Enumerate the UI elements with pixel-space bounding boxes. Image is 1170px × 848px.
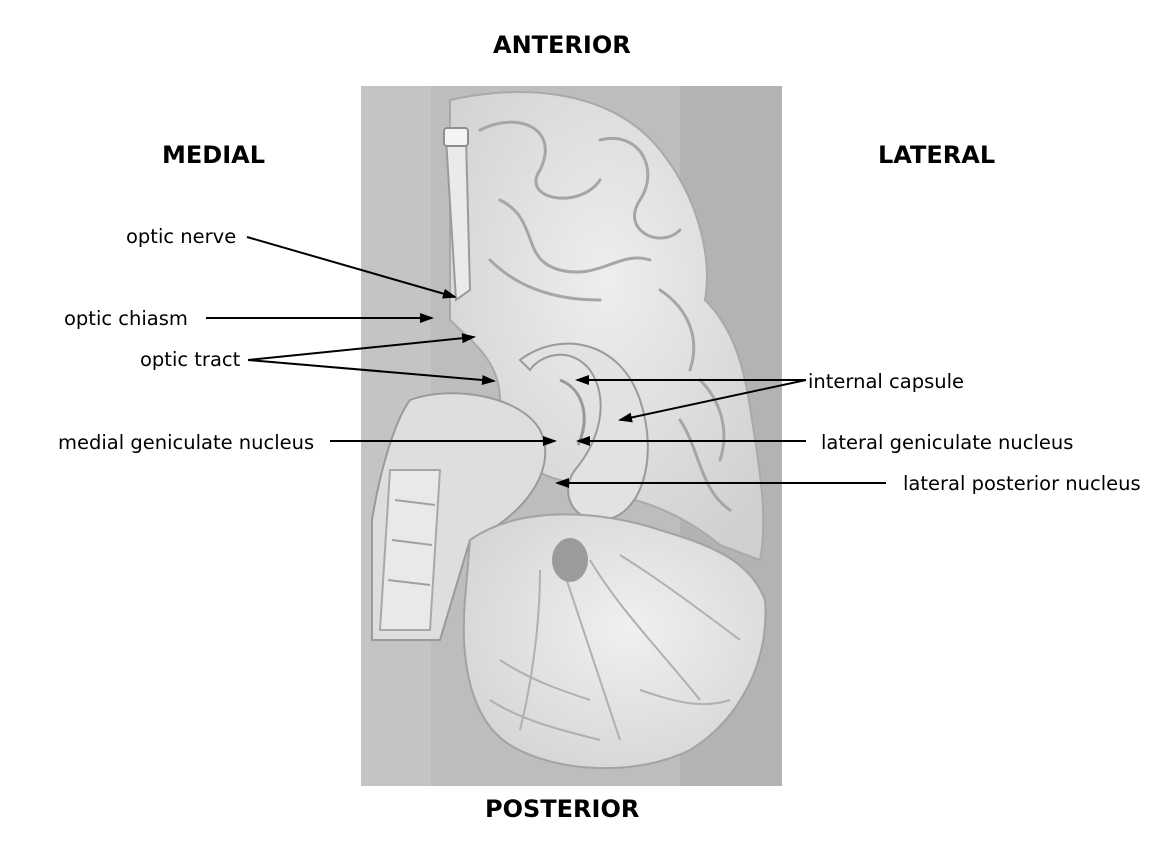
- orientation-lateral: LATERAL: [878, 141, 996, 169]
- label-optic-chiasm: optic chiasm: [64, 307, 188, 330]
- orientation-posterior: POSTERIOR: [485, 795, 640, 823]
- label-lateral-geniculate-nucleus: lateral geniculate nucleus: [821, 431, 1074, 454]
- orientation-anterior: ANTERIOR: [493, 31, 631, 59]
- gyri-folds: [478, 120, 732, 512]
- orientation-medial: MEDIAL: [162, 141, 265, 169]
- label-optic-nerve: optic nerve: [126, 225, 237, 248]
- label-lateral-posterior-nucleus: lateral posterior nucleus: [903, 472, 1141, 495]
- label-optic-tract: optic tract: [140, 348, 241, 371]
- label-internal-capsule: internal capsule: [808, 370, 964, 393]
- label-medial-geniculate-nucleus: medial geniculate nucleus: [58, 431, 315, 454]
